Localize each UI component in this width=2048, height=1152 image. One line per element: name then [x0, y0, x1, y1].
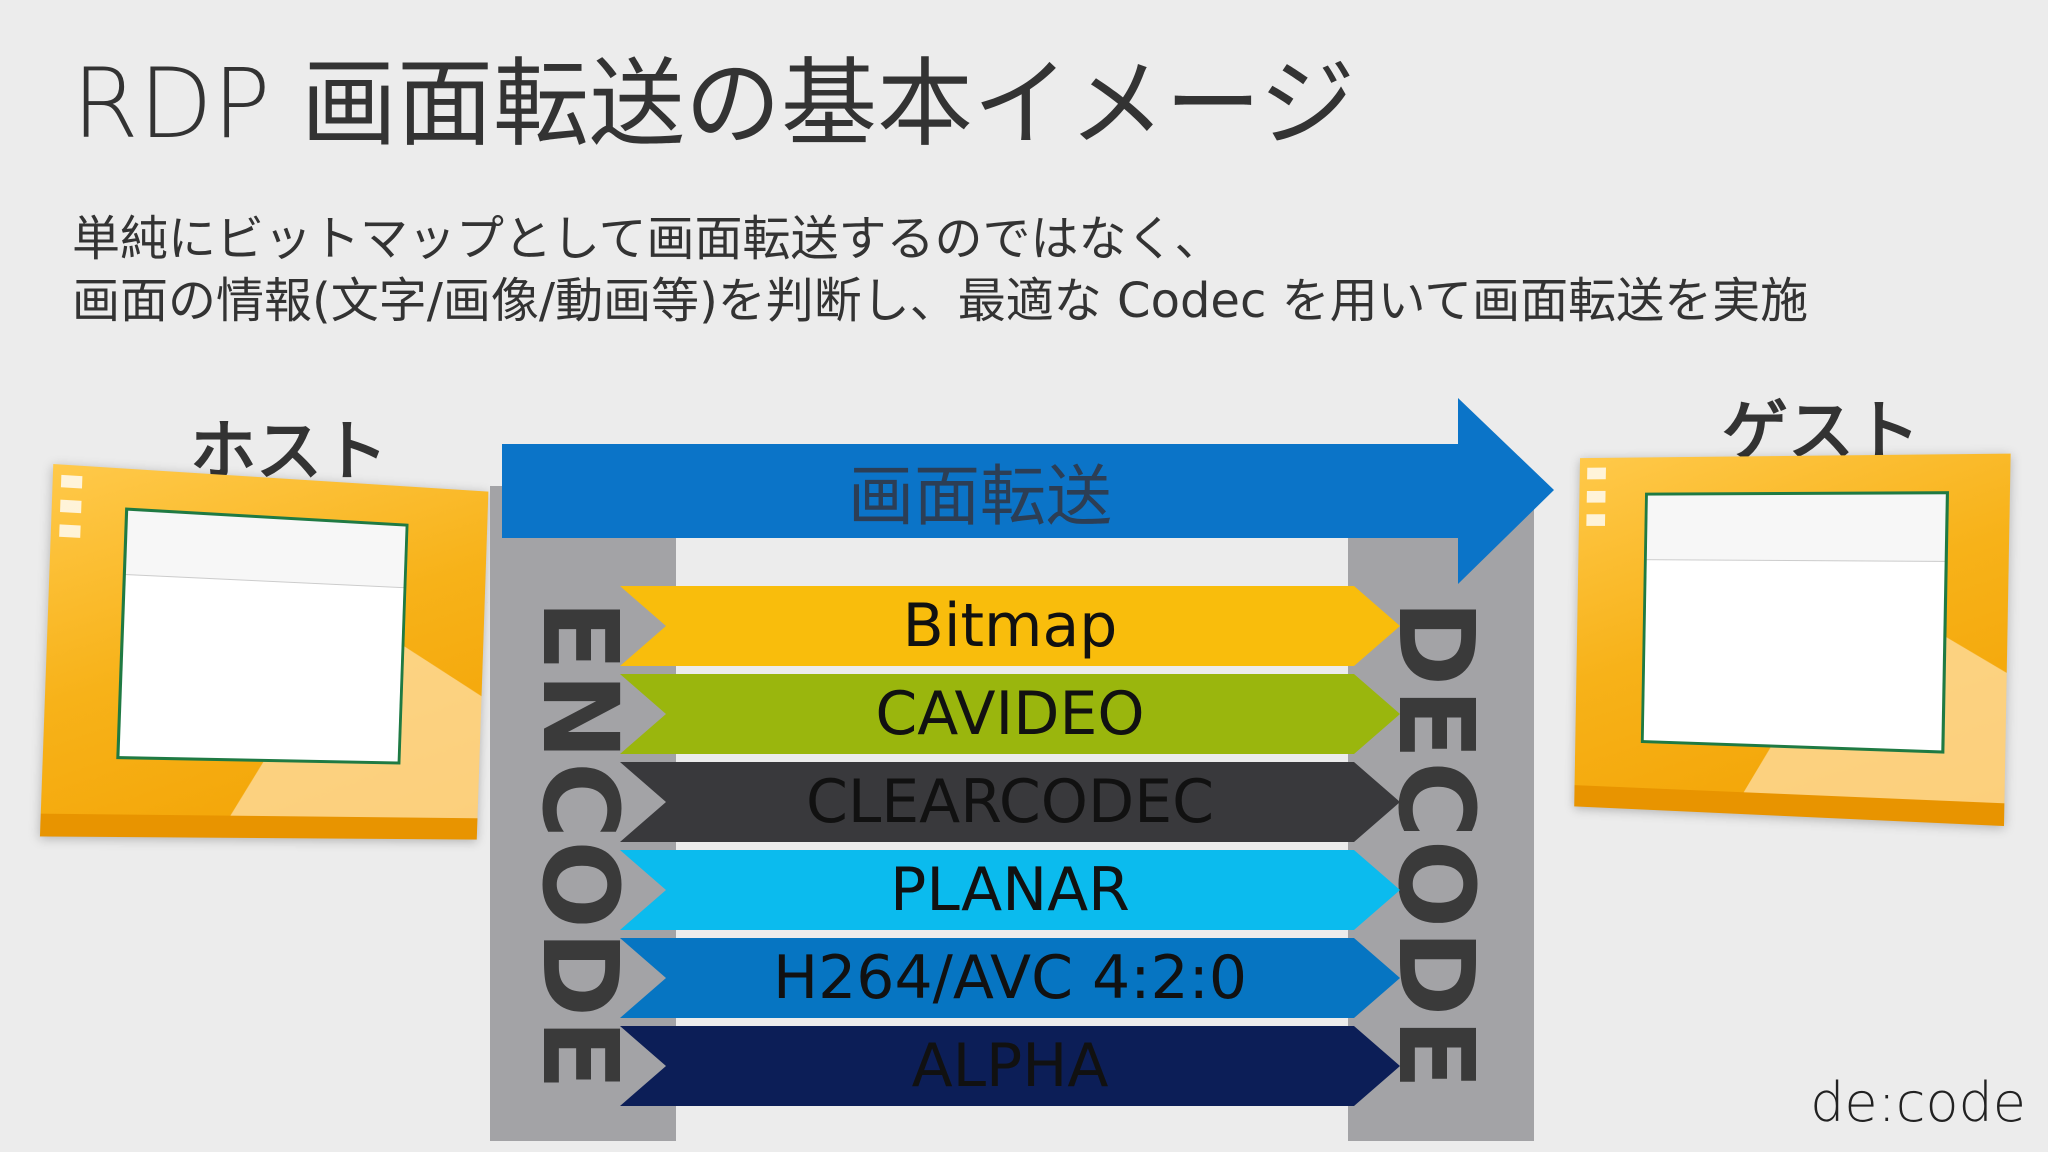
codec-h264-avc: H264/AVC 4:2:0	[620, 938, 1400, 1018]
codec-planar: PLANAR	[620, 850, 1400, 930]
codec-cavideo: CAVIDEO	[620, 674, 1400, 754]
transfer-arrow-label: 画面転送	[502, 444, 1458, 538]
encode-label: ENCODE	[528, 600, 632, 1092]
subtitle-line-1: 単純にビットマップとして画面転送するのではなく、	[72, 208, 1808, 270]
decode-label: DECODE	[1384, 600, 1488, 1091]
codec-alpha: ALPHA	[620, 1026, 1400, 1106]
codec-bitmap: Bitmap	[620, 586, 1400, 666]
codec-clearcodec: CLEARCODEC	[620, 762, 1400, 842]
guest-screen-image	[1574, 454, 2010, 826]
subtitle-line-2: 画面の情報(文字/画像/動画等)を判断し、最適な Codec を用いて画面転送を…	[72, 270, 1808, 332]
host-screen-image	[40, 464, 488, 840]
decode-logo: de:code	[1810, 1071, 2026, 1134]
slide-title: RDP 画面転送の基本イメージ	[72, 52, 1355, 158]
slide-subtitle: 単純にビットマップとして画面転送するのではなく、 画面の情報(文字/画像/動画等…	[72, 208, 1808, 332]
